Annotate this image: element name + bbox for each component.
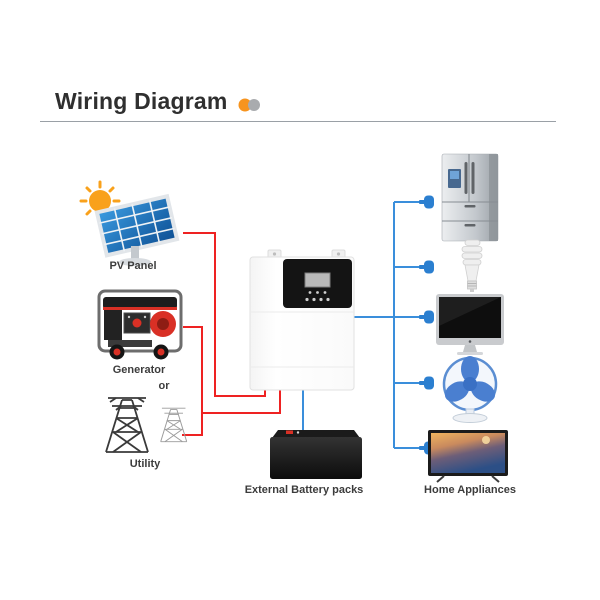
small-tower — [160, 407, 188, 443]
power-plug-icon — [419, 195, 434, 209]
pv-module — [94, 193, 180, 258]
battery-body — [270, 437, 362, 479]
inverter-icon — [249, 249, 355, 391]
utility-towers-icon — [105, 397, 188, 453]
cfl-bulb-icon — [461, 239, 483, 292]
tv-leg — [491, 475, 500, 483]
sun-icon — [79, 180, 121, 222]
solar-panel-icon — [79, 180, 180, 266]
fan-hub — [463, 377, 477, 391]
monitor-icon — [436, 294, 504, 355]
panel-base — [119, 258, 151, 266]
generator-frame — [97, 289, 183, 353]
fan-icon — [442, 356, 498, 423]
generator-canopy — [103, 297, 177, 309]
power-plug-icon — [419, 310, 434, 324]
generator-tray — [108, 340, 152, 347]
utility-label: Utility — [129, 458, 161, 470]
monitor-base — [457, 352, 483, 355]
utility-to-inverter-wire — [182, 413, 203, 436]
generator-outlet — [132, 318, 142, 328]
fan-blades — [444, 356, 496, 402]
tv-leg — [436, 475, 445, 483]
fridge-handle — [471, 162, 475, 194]
title-row: Wiring Diagram — [55, 88, 264, 115]
pv-panel-label: PV Panel — [109, 260, 157, 272]
title-underline — [40, 121, 556, 122]
title-accent-dots — [238, 98, 260, 111]
tv-screen — [431, 433, 505, 473]
page-title: Wiring Diagram — [55, 88, 228, 114]
gray-dot-icon — [247, 98, 260, 111]
panel-pole — [131, 246, 139, 260]
monitor-stand — [463, 345, 477, 352]
generator-icon — [97, 289, 183, 360]
inverter-lcd-screen — [304, 272, 331, 288]
generator-label: Generator — [112, 364, 166, 376]
home-appliances-label: Home Appliances — [424, 484, 516, 496]
orange-dot-icon — [238, 98, 252, 111]
battery-lid — [272, 430, 360, 438]
fan-base — [452, 413, 488, 423]
generator-stripe — [103, 307, 177, 310]
bulb-screw-base — [467, 280, 477, 290]
pv-to-inverter-wire — [183, 232, 266, 397]
tv-icon — [428, 430, 508, 483]
generator-side — [104, 310, 122, 340]
generator-wheels — [109, 344, 169, 360]
refrigerator-icon — [441, 153, 499, 242]
battery-icon — [270, 430, 362, 479]
fridge-handle — [464, 162, 468, 194]
power-plug-icon — [419, 376, 434, 390]
power-plug-icon — [419, 260, 434, 274]
inverter-to-appliances-wire — [350, 201, 419, 449]
battery-label: External Battery packs — [244, 484, 364, 496]
inverter-indicator-leds — [305, 291, 330, 302]
or-label: or — [158, 380, 170, 392]
large-tower — [105, 397, 149, 453]
battery-terminal — [286, 430, 293, 434]
